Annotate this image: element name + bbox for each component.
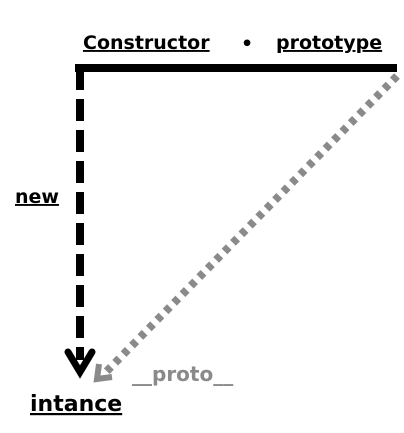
separator-dot: • <box>241 33 253 55</box>
new-label: new <box>15 186 59 208</box>
instance-label: intance <box>30 392 122 417</box>
proto-label: __proto__ <box>132 362 233 386</box>
constructor-label: Constructor <box>83 32 210 54</box>
new-arrow-head <box>64 348 96 379</box>
proto-arrow-line <box>103 73 400 375</box>
proto-arrow-head <box>93 363 113 383</box>
prototype-label: prototype <box>276 32 382 54</box>
